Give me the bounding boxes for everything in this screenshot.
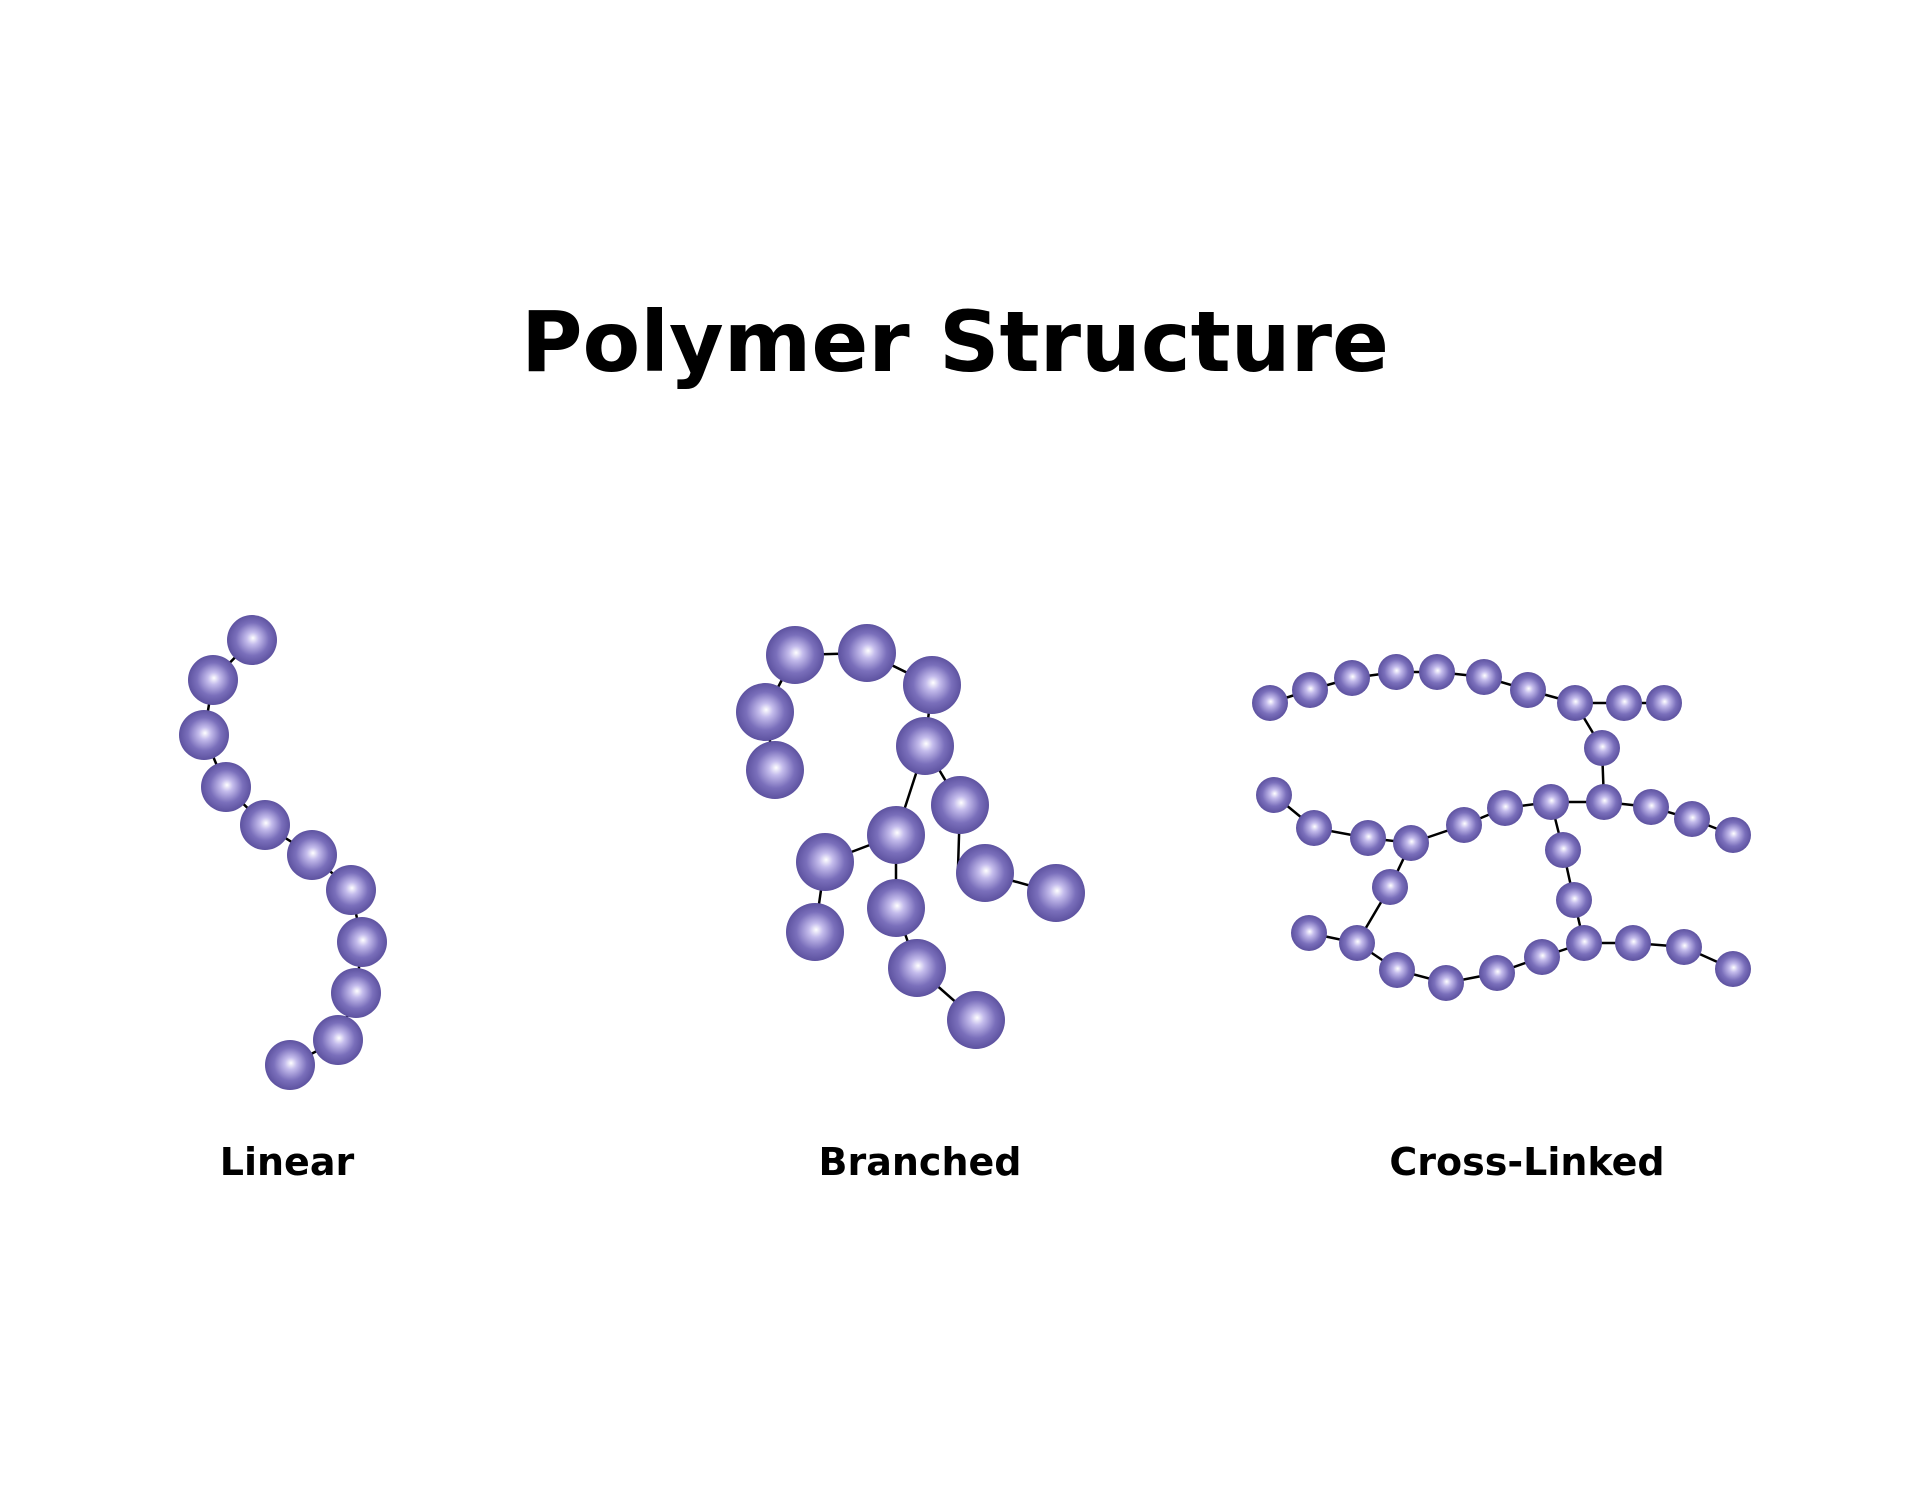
bead <box>1566 925 1602 961</box>
bead <box>1510 672 1546 708</box>
bead <box>1428 965 1464 1001</box>
bead <box>746 741 804 799</box>
bead <box>1533 784 1569 820</box>
bead <box>1586 784 1622 820</box>
bead <box>1446 807 1482 843</box>
bead <box>227 615 277 665</box>
bead <box>1466 659 1502 695</box>
bead <box>179 710 229 760</box>
bead <box>313 1015 363 1065</box>
bead <box>1419 654 1455 690</box>
bead <box>867 806 925 864</box>
bead <box>931 776 989 834</box>
page-title: Polymer Structure <box>520 293 1389 391</box>
bead <box>1479 955 1515 991</box>
cross-linked-beads <box>1252 654 1751 1001</box>
bead <box>1556 882 1592 918</box>
bead <box>331 968 381 1018</box>
bead <box>326 865 376 915</box>
bead <box>1633 789 1669 825</box>
bead <box>796 833 854 891</box>
bead <box>956 844 1014 902</box>
bead <box>1379 952 1415 988</box>
bead <box>1674 801 1710 837</box>
bead <box>896 717 954 775</box>
bead <box>1393 825 1429 861</box>
bead <box>240 800 290 850</box>
bead <box>1545 832 1581 868</box>
bead <box>1252 685 1288 721</box>
branched-label: Branched <box>819 1140 1022 1184</box>
bead <box>766 626 824 684</box>
bead <box>1378 654 1414 690</box>
bead <box>1646 685 1682 721</box>
bead <box>1339 925 1375 961</box>
bead <box>1615 925 1651 961</box>
bead <box>947 991 1005 1049</box>
bead <box>337 917 387 967</box>
bead <box>1027 864 1085 922</box>
bead <box>287 830 337 880</box>
bead <box>1606 685 1642 721</box>
linear-label: Linear <box>220 1140 355 1184</box>
bead <box>888 939 946 997</box>
bead <box>1487 790 1523 826</box>
bead <box>1524 939 1560 975</box>
bead <box>1256 777 1292 813</box>
bead <box>1334 660 1370 696</box>
cross-linked-label: Cross-Linked <box>1389 1140 1664 1184</box>
bead <box>1557 685 1593 721</box>
bead <box>736 683 794 741</box>
branched-beads <box>736 624 1085 1049</box>
bead <box>1715 951 1751 987</box>
cross-linked-structure: Cross-Linked <box>1252 654 1751 1184</box>
bead <box>867 879 925 937</box>
bead <box>1291 915 1327 951</box>
bead <box>838 624 896 682</box>
bead <box>786 903 844 961</box>
bead <box>201 762 251 812</box>
linear-beads <box>179 615 387 1090</box>
bead <box>1350 820 1386 856</box>
bead <box>1584 730 1620 766</box>
bead <box>265 1040 315 1090</box>
bead <box>903 656 961 714</box>
bead <box>1715 817 1751 853</box>
linear-structure: Linear <box>179 615 387 1184</box>
bead <box>1372 869 1408 905</box>
bead <box>1666 929 1702 965</box>
bead <box>1296 810 1332 846</box>
branched-structure: Branched <box>736 624 1085 1184</box>
bead <box>188 655 238 705</box>
bead <box>1292 672 1328 708</box>
